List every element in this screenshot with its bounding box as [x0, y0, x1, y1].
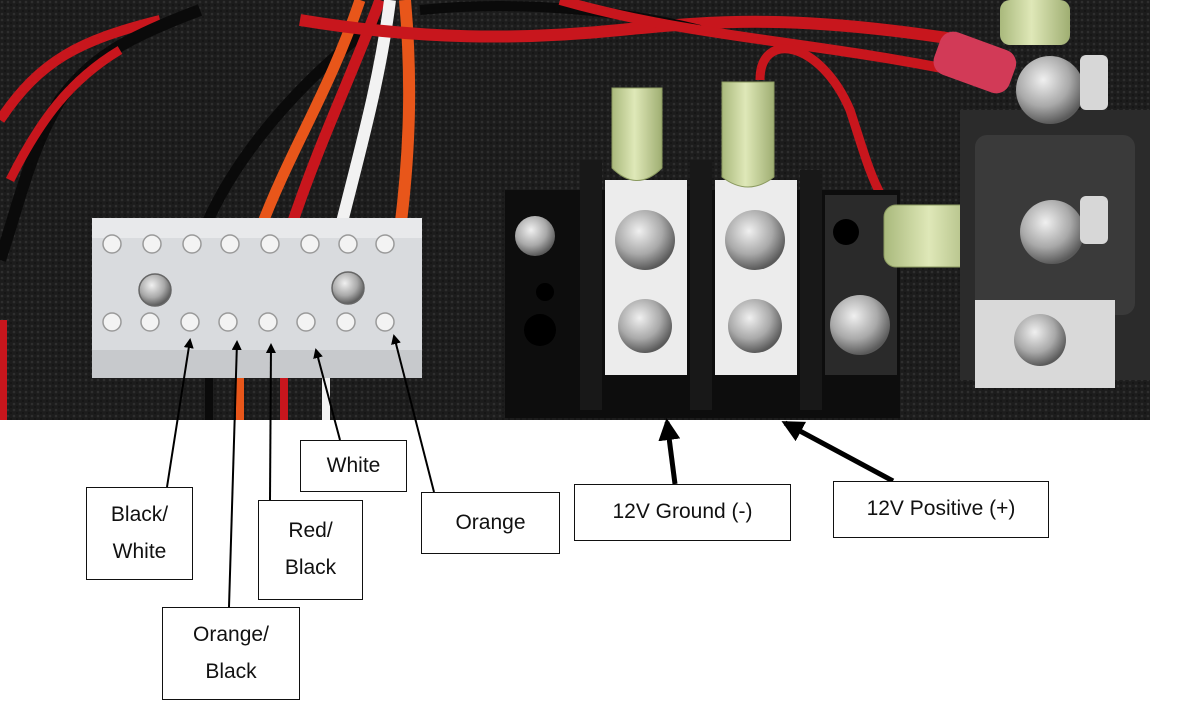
label-orange: Orange: [421, 492, 560, 554]
terminal-strip: [92, 218, 422, 378]
terminal-block: [505, 160, 900, 418]
label-black-white-line1: Black/: [110, 502, 169, 526]
label-orange-black-line1: Orange/: [193, 622, 269, 646]
label-12v-positive: 12V Positive (+): [833, 481, 1049, 538]
label-black-white-line2: White: [112, 539, 167, 563]
crimp-connectors: [611, 0, 1070, 268]
label-12v-ground: 12V Ground (-): [574, 484, 791, 541]
circuit-breaker: [960, 55, 1150, 388]
label-red-black-line2: Black: [284, 556, 337, 579]
label-red-black: Red/ Black: [258, 500, 363, 600]
label-orange-black-line2: Black: [205, 659, 257, 683]
label-black-white: Black/ White: [86, 487, 193, 580]
label-orange-black: Orange/ Black: [162, 607, 300, 700]
label-12v-positive-text: 12V Positive (+): [866, 497, 1016, 521]
wire-red: [0, 15, 162, 123]
label-red-black-line1: Red/: [288, 519, 333, 543]
label-white: White: [300, 440, 407, 492]
label-12v-ground-text: 12V Ground (-): [612, 500, 753, 524]
label-white-text: White: [326, 453, 381, 477]
label-orange-text: Orange: [455, 510, 526, 534]
